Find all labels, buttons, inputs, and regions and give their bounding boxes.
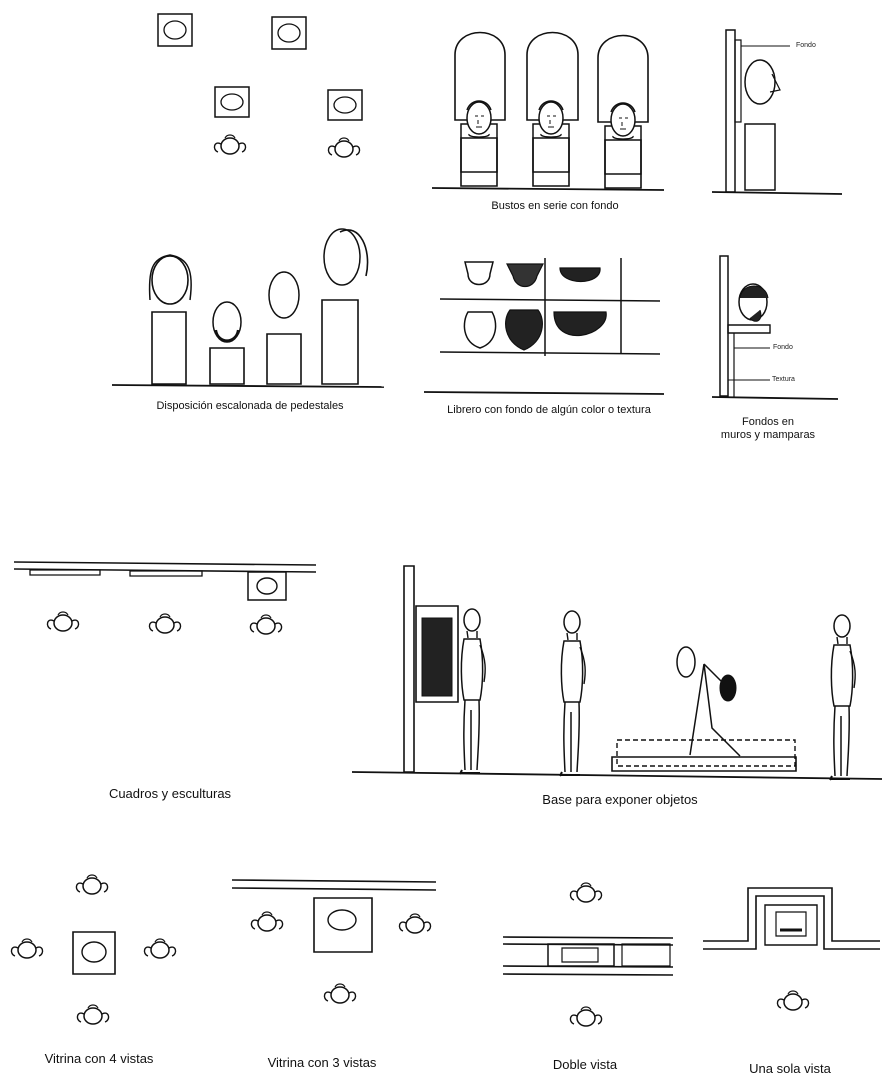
caption-vitrina3: Vitrina con 3 vistas (242, 1056, 402, 1071)
fondo-wall-figure (712, 30, 842, 194)
caption-cuadros: Cuadros y esculturas (70, 787, 270, 802)
una-sola-vista-figure (703, 888, 880, 1010)
label-fondo-2: Fondo (773, 344, 793, 351)
caption-escalonada: Disposición escalonada de pedestales (110, 400, 390, 413)
bustos-en-serie-figure (432, 33, 664, 191)
vitrina-4-figure (11, 875, 175, 1024)
vitrina-3-figure (232, 880, 436, 1003)
base-exponer-figure (352, 566, 882, 780)
caption-librero: Librero con fondo de algún color o textu… (418, 404, 680, 417)
caption-fondos-line2: muros y mamparas (708, 429, 828, 442)
caption-una-sola: Una sola vista (720, 1062, 860, 1077)
label-textura: Textura (772, 376, 795, 383)
caption-fondos-line1: Fondos en (708, 416, 828, 429)
librero-figure (424, 258, 664, 394)
doble-vista-figure (503, 883, 673, 1026)
caption-bustos: Bustos en serie con fondo (470, 200, 640, 213)
caption-doble: Doble vista (520, 1058, 650, 1073)
plan-busts-top (158, 14, 362, 157)
escalonada-figure (112, 229, 384, 387)
label-fondo-1: Fondo (796, 42, 816, 49)
caption-vitrina4: Vitrina con 4 vistas (24, 1052, 174, 1067)
cuadros-esculturas-figure (14, 562, 316, 634)
caption-base: Base para exponer objetos (500, 793, 740, 808)
